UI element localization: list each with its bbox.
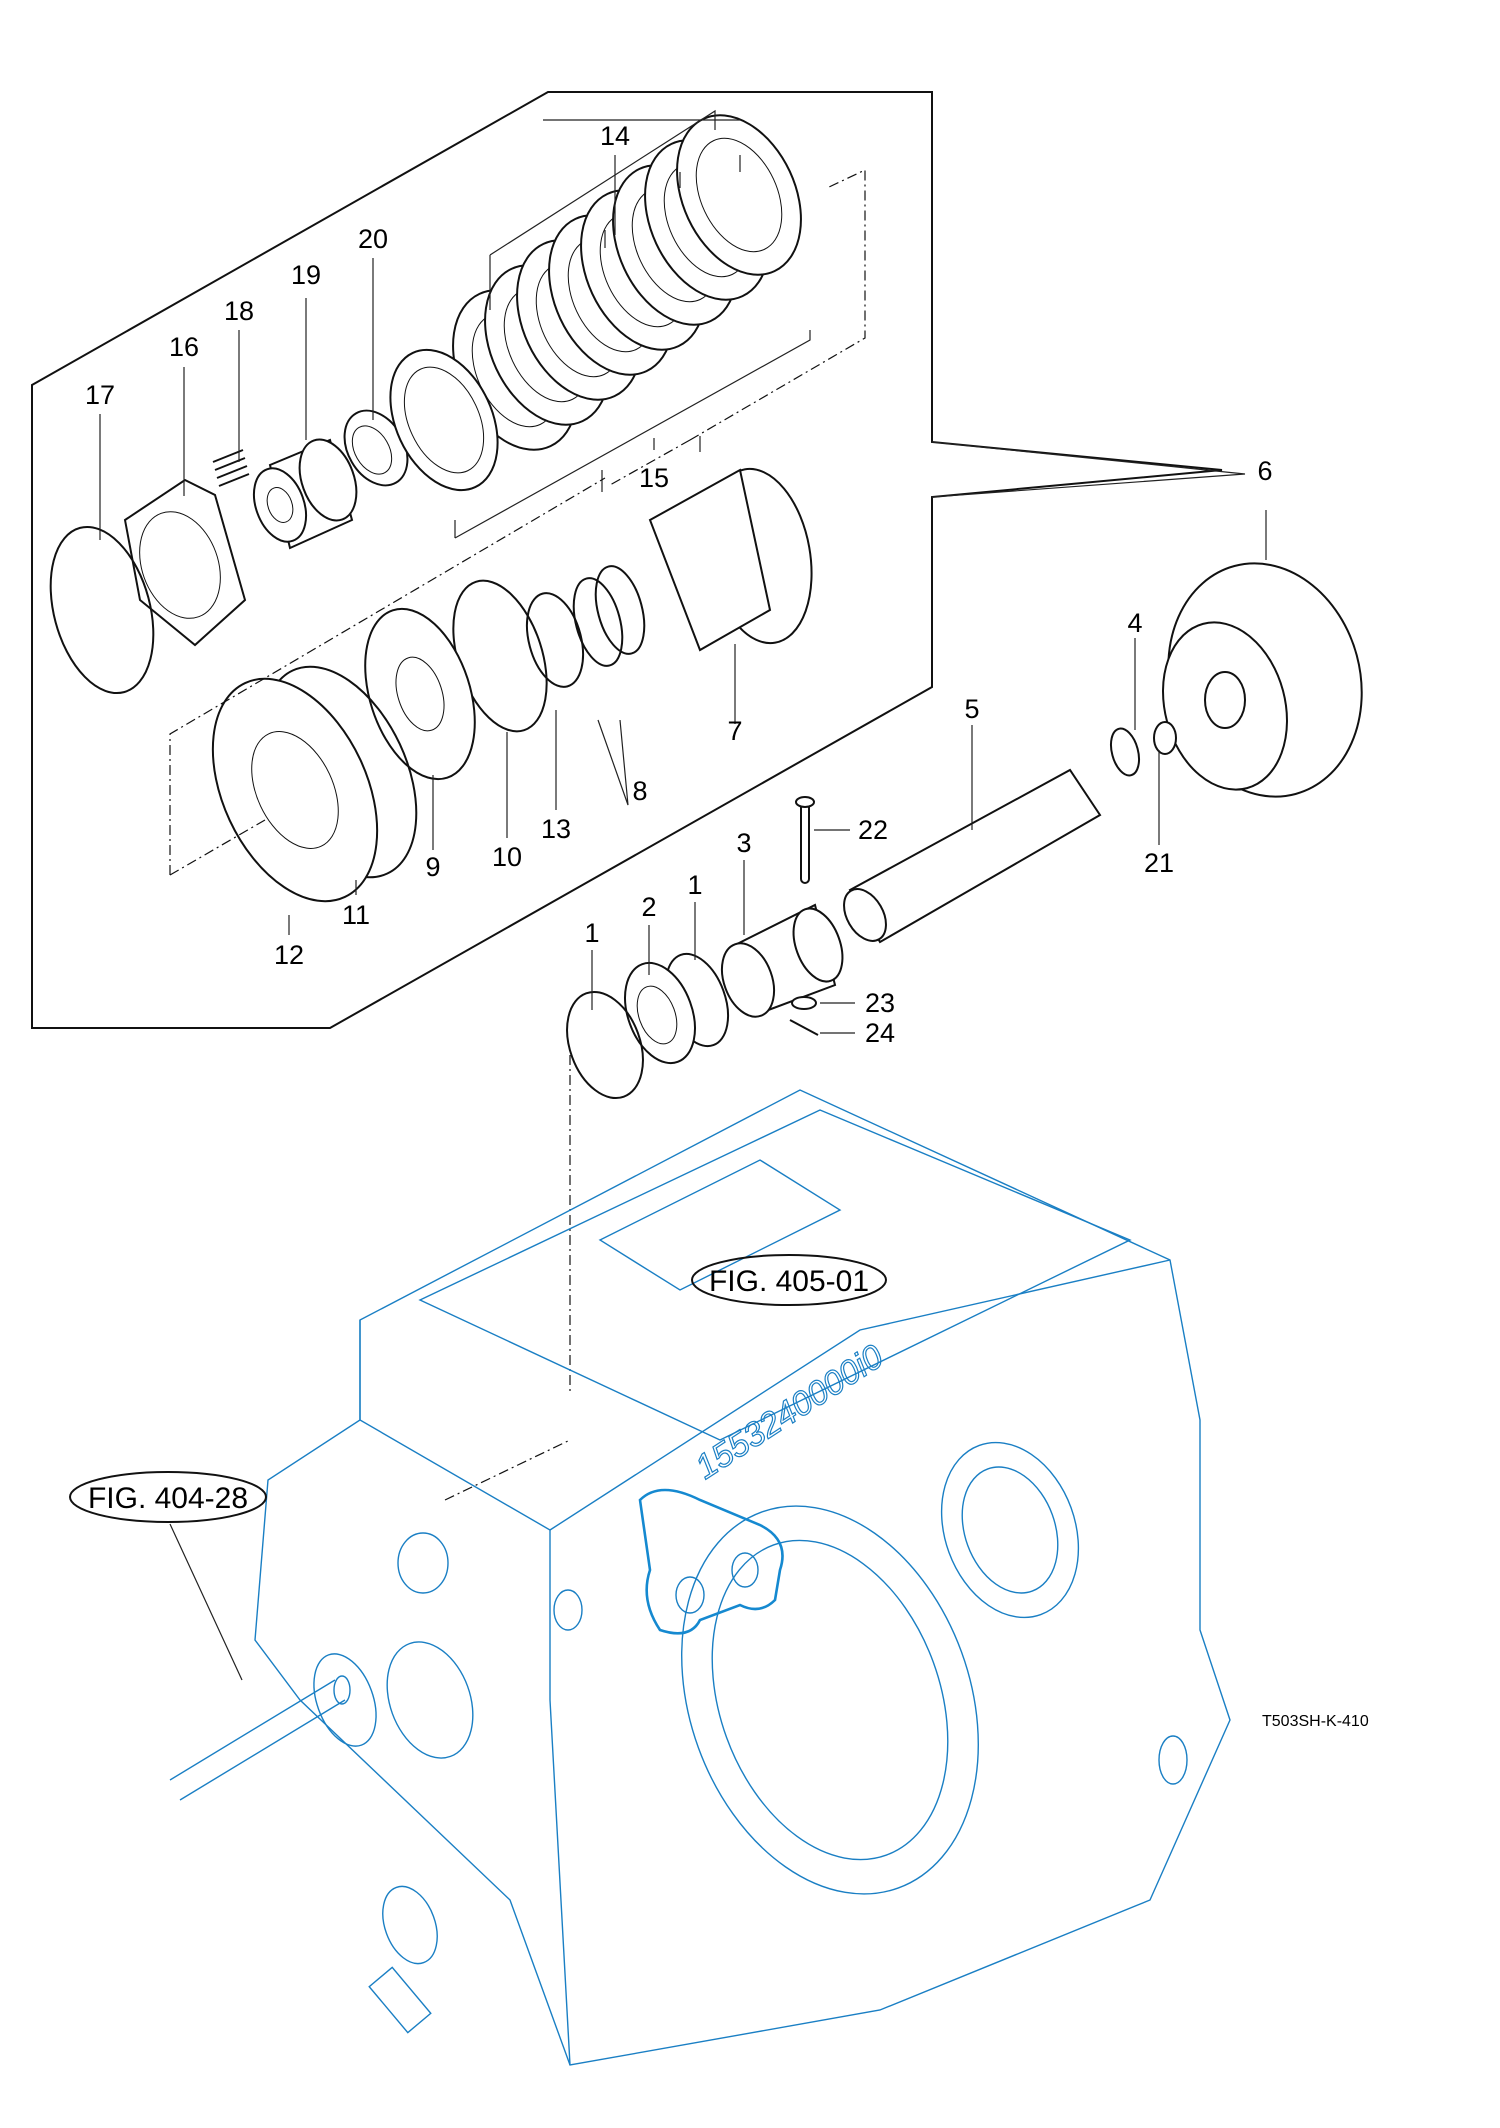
- part-5-shaft: [843, 768, 1102, 944]
- part-16-plate: [123, 478, 247, 647]
- part-2-bearing: [624, 961, 696, 1065]
- figure-reference-405-01-label: FIG. 405-01: [709, 1265, 869, 1298]
- part-24-cotter-pin: [789, 1019, 819, 1036]
- callout-24: 24: [865, 1018, 895, 1048]
- part-18-spring: [212, 449, 250, 487]
- part-8-o-ring-a: [594, 565, 646, 655]
- kit-boundary-box: [31, 91, 1223, 1029]
- part-1-snap-ring-a: [566, 990, 644, 1100]
- part-23-washer: [791, 996, 817, 1010]
- part-21-needle-bearing: [1153, 721, 1177, 755]
- part-3-sleeve: [720, 903, 844, 1018]
- callout-11: 11: [342, 900, 370, 930]
- callout-18: 18: [224, 296, 254, 326]
- input-shaft: [169, 1675, 351, 1801]
- callout-5: 5: [964, 694, 979, 724]
- callout-23: 23: [865, 988, 895, 1018]
- callout-20: 20: [358, 224, 388, 254]
- callout-12: 12: [274, 940, 304, 970]
- callout-4: 4: [1127, 608, 1142, 638]
- housing-bracket-part: [638, 1488, 784, 1635]
- part-13-o-ring: [525, 592, 585, 688]
- callout-22: 22: [858, 815, 888, 845]
- callout-1-left: 1: [584, 918, 599, 948]
- part-12-plate: [211, 677, 379, 903]
- clutch-disc-bore: [695, 137, 783, 253]
- callout-15: 15: [639, 463, 669, 493]
- leader-lines: [99, 155, 1267, 1501]
- drawing-code: T503SH-K-410: [1262, 1713, 1369, 1730]
- callout-14: 14: [600, 121, 630, 151]
- callout-1-right: 1: [687, 870, 702, 900]
- callout-7: 7: [727, 716, 742, 746]
- callout-3: 3: [736, 828, 751, 858]
- assembly-dash-frame: [169, 477, 606, 876]
- callout-8: 8: [632, 776, 647, 806]
- callout-13: 13: [541, 814, 571, 844]
- callout-6-kit: 6: [1257, 456, 1272, 486]
- figure-reference-404-28[interactable]: FIG. 404-28: [69, 1471, 267, 1523]
- transmission-housing: [254, 1089, 1231, 2066]
- part-7-drum: [648, 467, 813, 652]
- part-4-snap-ring: [1109, 727, 1141, 777]
- callout-21: 21: [1144, 848, 1174, 878]
- part-9-piston: [364, 607, 476, 781]
- part-6-clutch-pack: [1162, 562, 1363, 798]
- casting-number: 1553240000i0: [689, 1337, 891, 1486]
- callout-labels: 14 20 19 18 16 17 15 6 6 7 8 13 10 9 11 …: [85, 121, 1273, 1048]
- callout-2: 2: [641, 892, 656, 922]
- callout-17: 17: [85, 380, 115, 410]
- figure-reference-405-01[interactable]: FIG. 405-01: [691, 1254, 887, 1306]
- figure-reference-404-28-label: FIG. 404-28: [88, 1482, 248, 1515]
- fig-404-28-leader: [169, 1523, 243, 1681]
- part-17-snap-ring: [49, 525, 155, 695]
- part-22-pin: [795, 796, 815, 884]
- callout-9: 9: [425, 852, 440, 882]
- part-15-first-disc: [389, 348, 499, 492]
- callout-19: 19: [291, 260, 321, 290]
- part-19-hub: [252, 438, 358, 550]
- callout-16: 16: [169, 332, 199, 362]
- callout-10: 10: [492, 842, 522, 872]
- part-8-o-ring-b: [572, 577, 624, 667]
